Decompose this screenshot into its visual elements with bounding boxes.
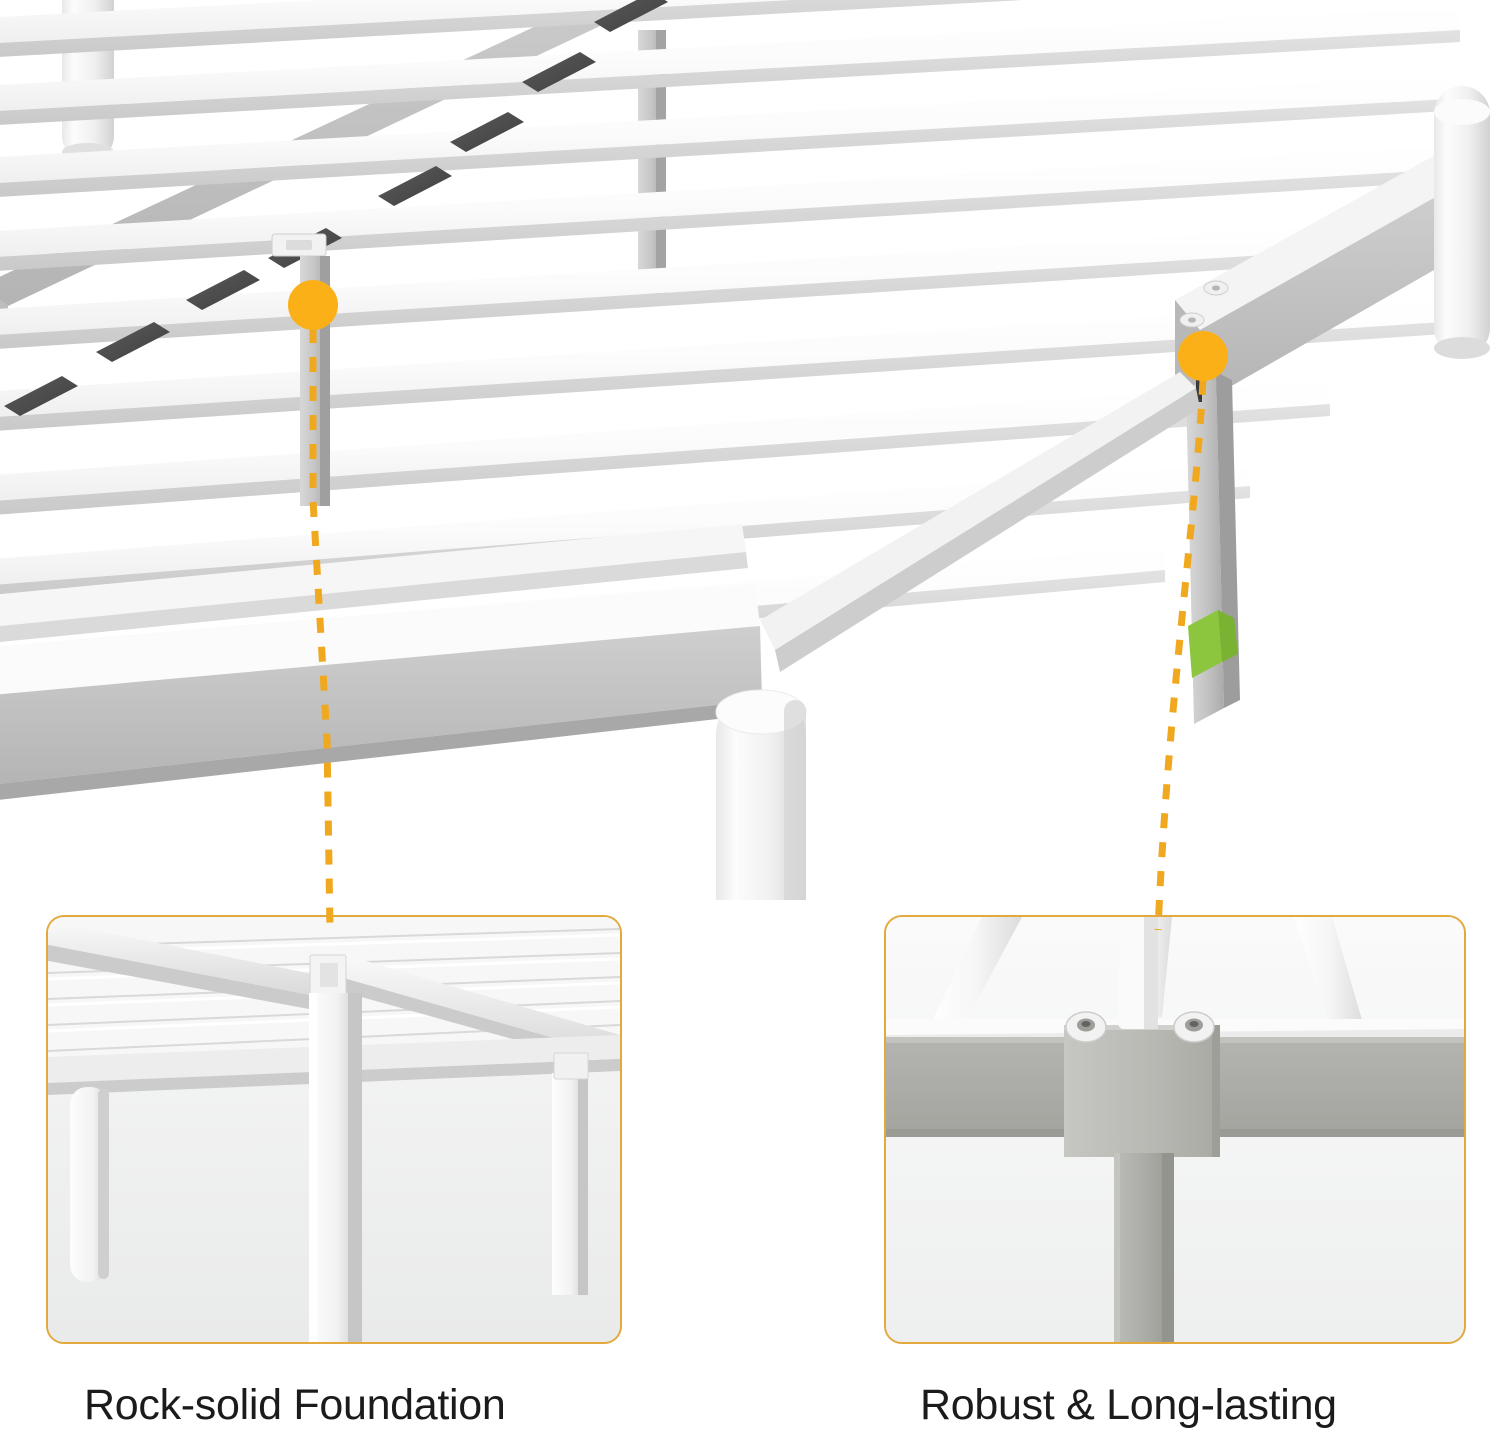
callout-panel-robust-long-lasting — [884, 915, 1466, 1344]
slat — [0, 296, 1474, 431]
caption-robust-long-lasting: Robust & Long-lasting — [920, 1381, 1337, 1429]
bolt — [1065, 1011, 1107, 1043]
bracket-plate — [1064, 1025, 1220, 1157]
vertical-post-detail — [1118, 917, 1158, 1029]
slat-detail — [930, 917, 1022, 1025]
center-beam-bracket — [271, 233, 327, 257]
bolt-group — [1065, 1011, 1215, 1043]
callout-panel-rock-solid-foundation — [46, 915, 622, 1344]
beam-bracket-detail — [309, 954, 347, 996]
corner-post-front — [715, 689, 807, 900]
product-hero-image — [0, 0, 1490, 900]
slat-connector — [186, 270, 260, 310]
slat-connector — [4, 376, 78, 416]
slat-detail — [1294, 917, 1364, 1027]
center-support-beam-detail — [48, 921, 320, 1011]
center-support-leg-lower — [300, 256, 330, 506]
slat — [0, 74, 1465, 197]
front-rail-upper-edge — [0, 524, 748, 643]
slat-connector — [96, 322, 170, 362]
support-leg-vertical — [1114, 1153, 1174, 1342]
slat — [0, 0, 1024, 57]
caption-rock-solid-foundation: Rock-solid Foundation — [84, 1381, 506, 1429]
slat — [0, 144, 1470, 271]
right-rail-to-post — [760, 372, 1200, 672]
slat — [0, 218, 1472, 349]
support-leg-right — [552, 1073, 588, 1295]
beam-bracket-detail-right — [553, 1052, 589, 1080]
rail-bolt-group — [1179, 280, 1229, 328]
slat-connector — [450, 112, 524, 152]
slat-connector — [378, 166, 452, 206]
slat-connector — [522, 52, 596, 92]
bolt — [1173, 1011, 1215, 1043]
front-side-rail — [0, 584, 762, 800]
support-leg-left — [70, 1087, 109, 1282]
support-leg-center — [309, 993, 362, 1342]
corner-post-rear-right — [1434, 86, 1490, 359]
slat-connector — [594, 0, 668, 32]
slat — [0, 6, 1460, 125]
